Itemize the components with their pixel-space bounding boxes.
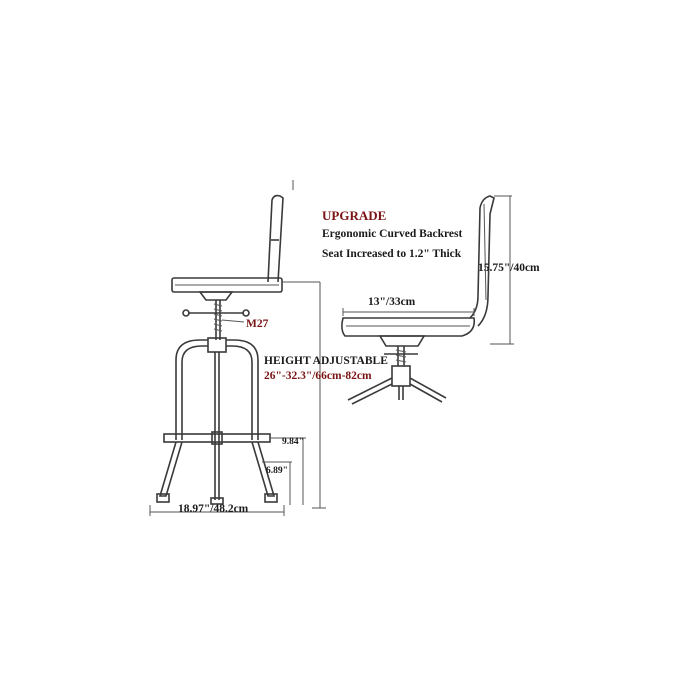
upgrade-feature-backrest: Ergonomic Curved Backrest [322,228,463,240]
back-height-label: 15.75"/40cm [478,262,540,274]
base-width-label: 18.97"/48.2cm [178,503,249,515]
height-range-label: 26"-32.3"/66cm-82cm [264,370,372,382]
height-adjustable-title: HEIGHT ADJUSTABLE [264,355,388,367]
upgrade-heading: UPGRADE [322,208,387,223]
side-view-stool [341,195,495,405]
front-view-dimensions [149,281,326,516]
leg-height-label: 6.89" [266,466,288,476]
side-view-dimensions [342,195,514,345]
screw-size-label: M27 [246,318,269,330]
footrest-height-label: 9.84" [282,437,304,447]
upgrade-feature-seat: Seat Increased to 1.2" Thick [322,248,462,260]
front-view-stool [156,180,294,505]
seat-width-label: 13"/33cm [368,296,416,308]
